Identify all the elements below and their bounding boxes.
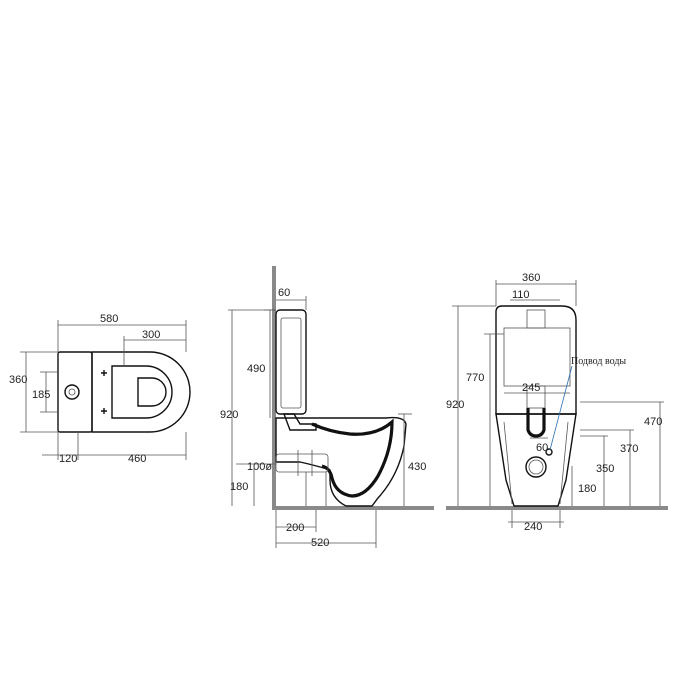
dim-60-label: 60 [278,287,290,299]
dim-490-label: 490 [247,363,265,375]
mount-mark-1 [101,370,107,376]
side-view: 60 490 920 100ø 180 430 200 520 [220,266,434,549]
dim-360-label: 360 [522,272,540,284]
front-view-trapway [503,421,569,505]
dim-460-label: 460 [128,453,146,465]
annotation-leader [549,365,573,451]
dim-300-label: 300 [142,329,160,341]
side-view-flush-connector [282,413,317,431]
dim-100-label: 100ø [247,461,272,473]
dim-920-label: 920 [446,399,464,411]
flush-button [64,384,80,400]
flush-valve-bottom [526,385,546,409]
dim-200-label: 200 [286,522,304,534]
wall [272,266,276,510]
side-view-tank [275,309,307,415]
front-view: Подвод воды 360 110 770 920 245 60 470 3… [446,272,668,533]
dim-180-label: 180 [578,483,596,495]
dim-520-label: 520 [311,537,329,549]
front-view-flush-pipe [526,408,546,438]
side-view-trap [311,418,394,498]
dim-430-label: 430 [408,461,426,473]
dim-245-label: 245 [522,382,540,394]
dim-920-label: 920 [220,409,238,421]
front-view-tank-inner [503,327,571,387]
top-view-seat-opening [111,365,173,419]
water-inlet [545,448,553,456]
dim-360-label: 360 [9,374,27,386]
mount-mark-2 [101,408,107,414]
dim-180-label: 180 [230,481,248,493]
dim-120-label: 120 [59,453,77,465]
dim-350-label: 350 [596,463,614,475]
floor [272,506,434,510]
top-view-inner-rim [137,377,167,407]
dim-110-label: 110 [512,289,530,301]
flush-valve-top [526,309,546,329]
dim-770-label: 770 [466,372,484,384]
flush-button-inner [68,388,76,396]
water-supply-annotation: Подвод воды [571,356,626,367]
front-view-tank [495,305,577,415]
dim-470-label: 470 [644,416,662,428]
side-view-outlet-pipe [275,453,329,473]
front-floor [446,506,668,510]
dim-580-label: 580 [100,313,118,325]
dim-185-label: 185 [32,389,50,401]
side-view-floor-flange [305,472,327,506]
front-view-bowl [495,413,577,507]
dim-370-label: 370 [620,443,638,455]
front-view-outlet-inner [528,459,544,475]
top-view: 580 300 360 185 120 460 [9,313,191,465]
side-view-tank-inner [280,317,302,409]
dim-60-label: 60 [536,442,548,454]
front-view-outlet [525,456,547,478]
top-view-bowl [91,351,191,433]
dim-240-label: 240 [524,521,542,533]
